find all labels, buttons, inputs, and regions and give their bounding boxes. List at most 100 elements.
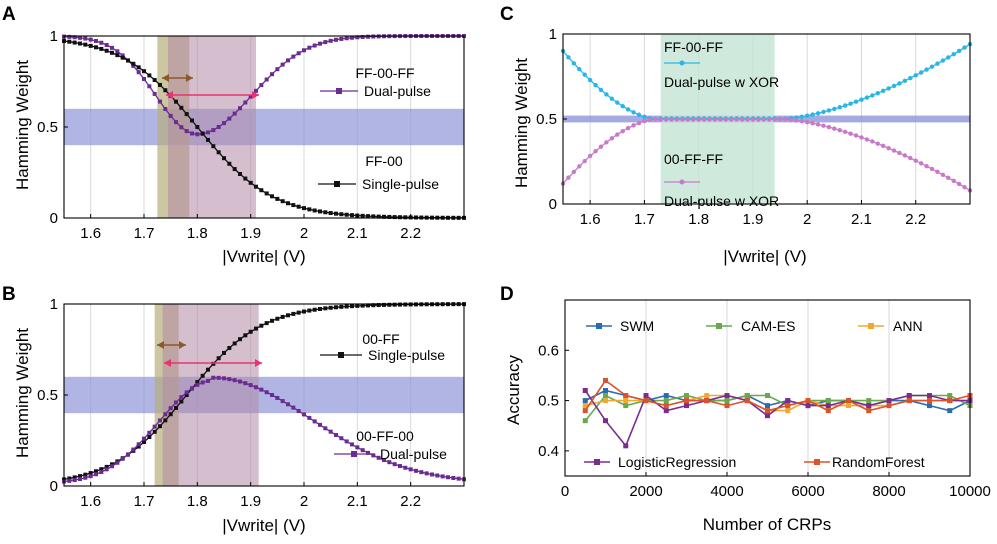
data-point-c-1-16 — [647, 117, 653, 122]
data-point-b-1-69 — [430, 472, 434, 477]
data-point-a-1-57 — [366, 214, 370, 219]
data-point-a-1-51 — [334, 211, 338, 216]
data-point-c-1-72 — [951, 178, 956, 184]
data-point-a-1-52 — [339, 212, 344, 217]
data-point-d-4-14 — [866, 408, 872, 414]
data-point-c-1-2 — [571, 169, 577, 175]
data-point-c-0-48 — [821, 109, 826, 115]
data-point-b-0-31 — [227, 346, 232, 351]
data-point-b-0-51 — [334, 305, 338, 310]
ytick-label-a-1: 0.5 — [37, 119, 58, 136]
data-point-b-0-43 — [291, 311, 296, 316]
legend-d-label-swm: SWM — [620, 318, 654, 334]
data-point-a-0-23 — [184, 129, 189, 134]
data-point-b-0-8 — [104, 464, 109, 469]
data-point-c-1-28 — [712, 117, 718, 122]
legend-d-marker-cam — [716, 323, 722, 329]
data-point-b-1-16 — [147, 430, 152, 435]
data-point-a-0-2 — [72, 35, 77, 40]
legend-d-marker-rf — [814, 459, 820, 465]
data-point-c-1-66 — [918, 161, 924, 166]
data-point-a-1-11 — [120, 55, 125, 60]
xtick-label-d-0: 0 — [561, 483, 569, 500]
data-point-c-0-11 — [620, 103, 625, 109]
data-point-c-0-56 — [864, 95, 870, 100]
data-point-b-1-71 — [440, 474, 445, 479]
data-point-a-0-43 — [291, 54, 296, 59]
ytick-label-d-2: 0.6 — [538, 342, 559, 359]
data-point-b-0-2 — [72, 475, 77, 480]
data-point-c-1-60 — [886, 145, 891, 151]
data-point-b-1-66 — [414, 468, 418, 473]
data-point-a-0-57 — [366, 34, 370, 39]
data-point-a-0-19 — [163, 106, 168, 111]
data-point-c-0-57 — [870, 93, 875, 98]
data-point-a-0-46 — [307, 45, 312, 50]
data-point-b-1-61 — [387, 460, 392, 465]
panel-letter-a: A — [2, 4, 16, 25]
data-point-d-0-18 — [947, 408, 953, 414]
data-point-c-1-69 — [935, 169, 940, 175]
legend-a-entry-1: Dual-pulse — [364, 83, 431, 99]
data-point-c-1-34 — [745, 117, 750, 122]
data-point-c-1-11 — [620, 129, 625, 134]
data-point-b-0-22 — [179, 399, 184, 404]
data-point-b-1-33 — [238, 379, 242, 384]
data-point-c-1-68 — [929, 166, 935, 172]
data-point-b-0-44 — [296, 310, 301, 315]
data-point-a-1-5 — [88, 43, 93, 48]
data-point-b-0-41 — [280, 314, 285, 319]
data-point-c-1-7 — [598, 144, 604, 149]
data-point-c-1-49 — [826, 124, 832, 130]
data-point-a-1-12 — [126, 58, 130, 63]
data-point-c-1-58 — [875, 141, 880, 146]
data-point-a-1-50 — [328, 211, 333, 216]
data-point-a-0-35 — [248, 94, 253, 99]
data-point-d-0-17 — [927, 403, 932, 409]
data-point-d-4-13 — [846, 398, 851, 404]
data-point-a-1-31 — [227, 161, 232, 166]
data-point-a-1-25 — [195, 125, 200, 129]
data-point-d-3-9 — [765, 413, 770, 419]
data-point-a-1-8 — [104, 48, 109, 53]
data-point-c-0-13 — [631, 110, 636, 115]
legend-a-marker-1 — [336, 88, 342, 94]
data-point-b-1-34 — [243, 381, 248, 386]
data-point-c-0-15 — [642, 114, 647, 119]
data-point-b-1-7 — [99, 470, 104, 475]
data-point-c-1-9 — [609, 136, 615, 141]
ytick-label-c-0: 0 — [549, 196, 557, 213]
legend-c-title-1: FF-00-FF — [664, 39, 723, 55]
plot-frame-d — [564, 299, 971, 477]
series-line-c-0 — [562, 43, 971, 120]
data-point-d-4-3 — [643, 398, 649, 404]
legend-d-label-ann: ANN — [893, 318, 923, 334]
data-point-c-1-32 — [734, 117, 739, 122]
data-point-a-0-4 — [83, 36, 88, 41]
data-point-b-1-59 — [376, 455, 381, 460]
data-point-c-1-24 — [691, 117, 696, 122]
data-point-a-1-14 — [136, 65, 141, 70]
band-horizontal-b — [64, 376, 464, 414]
data-point-a-1-53 — [344, 212, 349, 217]
data-point-d-0-9 — [765, 403, 770, 409]
data-point-c-1-19 — [663, 117, 669, 122]
data-point-b-1-73 — [451, 475, 456, 480]
data-point-c-1-51 — [837, 128, 842, 133]
data-point-d-2-10 — [785, 408, 791, 414]
data-point-b-0-54 — [350, 304, 354, 309]
data-point-b-0-56 — [360, 303, 365, 308]
data-point-c-0-69 — [935, 61, 940, 66]
legend-c-marker-1 — [679, 60, 685, 66]
data-point-a-1-34 — [243, 176, 248, 181]
data-point-d-1-1 — [603, 393, 608, 399]
data-point-b-1-14 — [136, 442, 141, 447]
data-point-c-1-17 — [653, 116, 658, 122]
data-point-a-1-35 — [248, 180, 253, 185]
data-point-b-0-49 — [323, 306, 328, 311]
data-point-b-1-11 — [120, 456, 125, 461]
data-point-b-0-40 — [275, 316, 280, 321]
